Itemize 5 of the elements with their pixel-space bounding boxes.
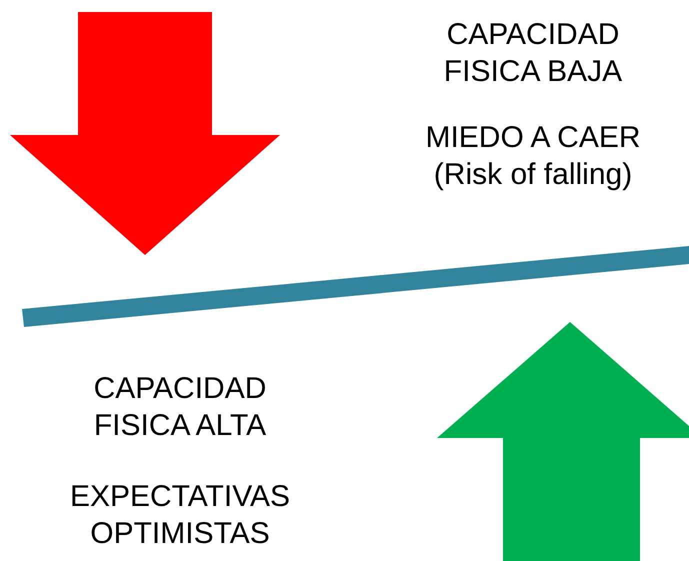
balance-beam (22, 246, 689, 327)
label-text: MIEDO A CAER (Risk of falling) (424, 120, 642, 193)
label-text: CAPACIDAD FISICA BAJA (442, 17, 624, 90)
label-text: EXPECTATIVAS OPTIMISTAS (68, 479, 292, 552)
label-text: CAPACIDAD FISICA ALTA (92, 371, 268, 444)
